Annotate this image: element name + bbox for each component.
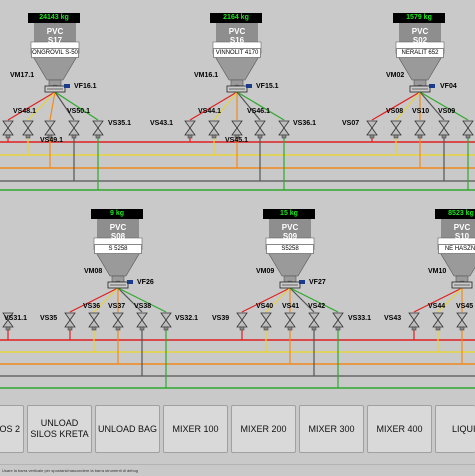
status-bar: Usare la barra verticale per spostarsi/n… <box>0 464 475 475</box>
valve-label: VS45 <box>456 303 474 310</box>
silo-code: S17 <box>47 36 63 45</box>
silo-code: S10 <box>454 232 470 241</box>
valve-label: VS35.1 <box>108 120 131 127</box>
silo-weight-display: 9 kg <box>91 209 143 219</box>
vf-feeder-label: VF27 <box>309 279 326 286</box>
valve-label: VS08 <box>386 108 404 115</box>
valve-label: VS45.1 <box>225 137 248 144</box>
navigation-button-bar: SILOS 2 UNLOAD SILOS KRETA UNLOAD BAG MI… <box>0 405 475 455</box>
button-label: UNLOAD SILOS KRETA <box>30 418 89 439</box>
valve-label: VS35 <box>40 315 58 322</box>
silos-2-button[interactable]: SILOS 2 <box>0 405 24 453</box>
silo-code: S02 <box>412 36 428 45</box>
silo-s16[interactable]: PVC S16 VINNOLIT 4170 <box>213 17 261 58</box>
valve-label: VS36 <box>83 303 101 310</box>
vm-valve-label: VM08 <box>84 268 103 275</box>
process-diagram: 24143 kg 2164 kg 1579 kg 9 kg 15 kg 8523… <box>0 13 475 389</box>
mixer-300-button[interactable]: MIXER 300 <box>299 405 364 453</box>
unload-silos-kreta-button[interactable]: UNLOAD SILOS KRETA <box>27 405 92 453</box>
button-label: MIXER 200 <box>240 423 287 434</box>
valve-label: VS32.1 <box>175 315 198 322</box>
mixer-100-button[interactable]: MIXER 100 <box>163 405 228 453</box>
silo-product: S 5258 <box>94 244 142 254</box>
silo-code: S08 <box>110 232 126 241</box>
valve-label: VS33.1 <box>348 315 371 322</box>
vf-feeder-label: VF04 <box>440 83 457 90</box>
valve-label: VS07 <box>342 120 360 127</box>
valve-label: VS48.1 <box>13 108 36 115</box>
valve-label: VS46.1 <box>247 108 270 115</box>
valve-label: VS44 <box>428 303 446 310</box>
silo-weight-display: 2164 kg <box>210 13 262 23</box>
vm-valve-label: VM16.1 <box>194 72 219 79</box>
silo-s17[interactable]: PVC S17 ONGROVIL S-50 <box>31 17 79 58</box>
pipe-network <box>0 15 475 389</box>
valve-label: VS38 <box>134 303 152 310</box>
valve-label: VS49.1 <box>40 137 63 144</box>
silo-s10[interactable]: PVC S10 NE HASZNA <box>438 213 475 254</box>
valve-label: VS31.1 <box>4 315 27 322</box>
vf-feeder-label: VF16.1 <box>74 83 97 90</box>
silo-material: PVC <box>228 27 246 36</box>
silo-code: S09 <box>282 232 298 241</box>
silo-material: PVC <box>281 223 299 232</box>
button-label: MIXER 400 <box>376 423 423 434</box>
silo-product: ONGROVIL S-50 <box>31 48 79 58</box>
valve-label: VS42 <box>308 303 326 310</box>
silo-s09[interactable]: PVC S09 S5258 <box>266 213 314 254</box>
silo-material: PVC <box>46 27 64 36</box>
valve-label: VS50.1 <box>67 108 90 115</box>
silo-material: PVC <box>453 223 471 232</box>
silo-material: PVC <box>411 27 429 36</box>
mixer-400-button[interactable]: MIXER 400 <box>367 405 432 453</box>
vf-feeder-label: VF26 <box>137 279 154 286</box>
button-label: MIXER 100 <box>172 423 219 434</box>
silo-weight-display: 1579 kg <box>393 13 445 23</box>
silo-product: VINNOLIT 4170 <box>213 48 261 58</box>
button-label: UNLOAD BAG <box>97 423 157 434</box>
valve-label: VS36.1 <box>293 120 316 127</box>
vm-valve-label: VM09 <box>256 268 275 275</box>
silo-product: S5258 <box>266 244 314 254</box>
silo-weight-display: 8523 kg <box>435 209 475 219</box>
valve-label: VS10 <box>412 108 430 115</box>
silo-product: NE HASZNA <box>438 244 475 254</box>
valve-label: VS41 <box>282 303 300 310</box>
vf-feeder-label: VF15.1 <box>256 83 279 90</box>
valve-label: VS44.1 <box>198 108 221 115</box>
valve-label: VS43 <box>384 315 402 322</box>
silo-s02[interactable]: PVC S02 NERALIT 652 <box>396 17 444 58</box>
vm-valve-label: VM10 <box>428 268 447 275</box>
liquid-button[interactable]: LIQUI <box>435 405 475 453</box>
valve-label: VS40 <box>256 303 274 310</box>
valve-label: VS37 <box>108 303 126 310</box>
silo-weight-display: 24143 kg <box>28 13 80 23</box>
silo-product: NERALIT 652 <box>396 48 444 58</box>
vm-valve-label: VM17.1 <box>10 72 35 79</box>
silo-code: S16 <box>229 36 245 45</box>
silo-material: PVC <box>109 223 127 232</box>
button-label: LIQUI <box>452 423 475 434</box>
silo-s08[interactable]: PVC S08 S 5258 <box>94 213 142 254</box>
unload-bag-button[interactable]: UNLOAD BAG <box>95 405 160 453</box>
silo-weight-display: 15 kg <box>263 209 315 219</box>
button-label: SILOS 2 <box>0 423 21 434</box>
status-text: Usare la barra verticale per spostarsi/n… <box>2 468 139 473</box>
valve-label: VS39 <box>212 315 230 322</box>
mixer-200-button[interactable]: MIXER 200 <box>231 405 296 453</box>
button-label: MIXER 300 <box>308 423 355 434</box>
valve-label: VS09 <box>438 108 456 115</box>
vm-valve-label: VM02 <box>386 72 405 79</box>
valve-label: VS43.1 <box>150 120 173 127</box>
feeder-indicator-icon <box>64 84 70 88</box>
